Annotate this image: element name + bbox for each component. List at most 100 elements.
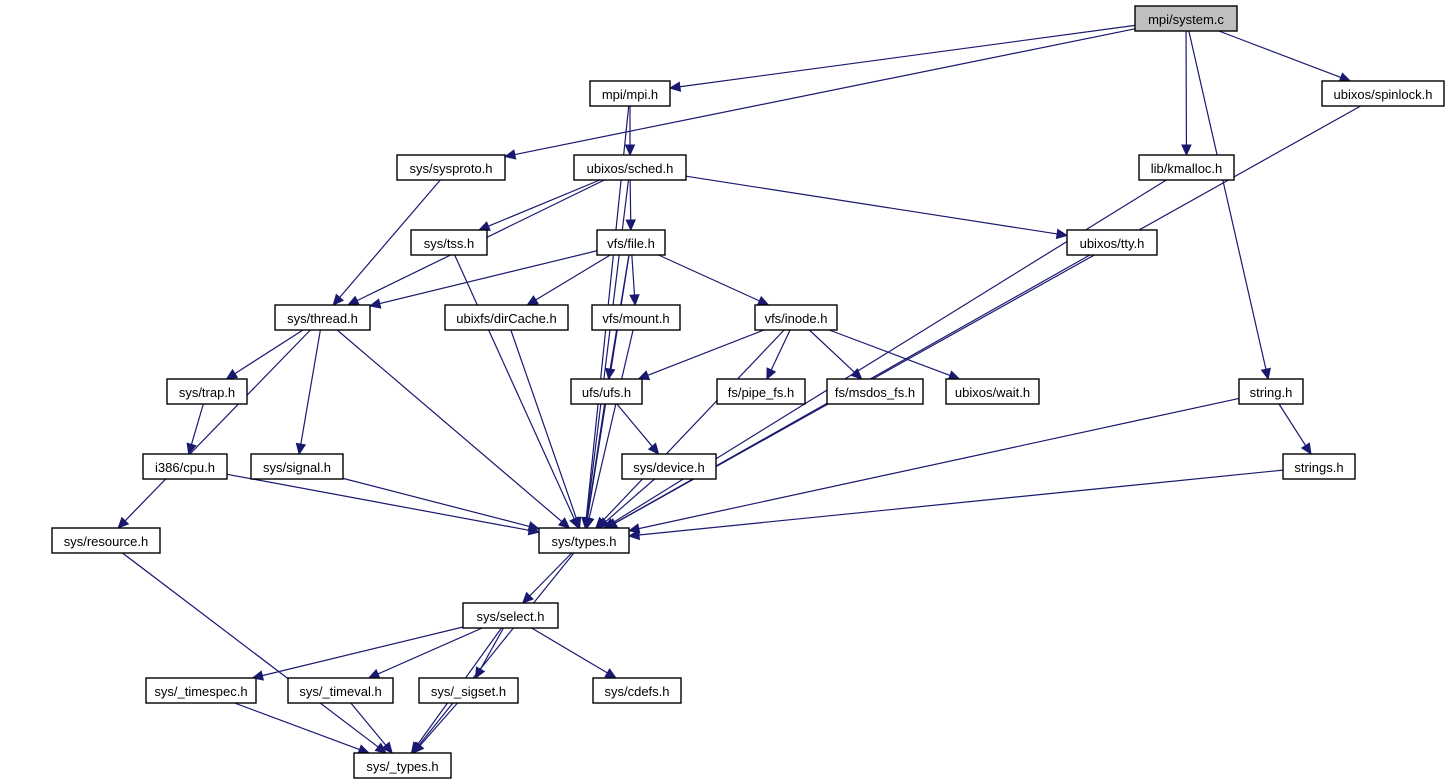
node-box[interactable] <box>621 453 717 480</box>
node-thread-h[interactable]: sys/thread.h <box>274 304 371 331</box>
node-signal-h[interactable]: sys/signal.h <box>250 453 344 480</box>
node-box[interactable] <box>1282 453 1356 480</box>
node-box[interactable] <box>1134 5 1238 32</box>
edge-thread_h-to-resource_h <box>124 329 311 522</box>
node-box[interactable] <box>418 677 519 704</box>
node-pipefs-h[interactable]: fs/pipe_fs.h <box>716 378 806 405</box>
node-box[interactable] <box>1066 229 1158 256</box>
node-box[interactable] <box>592 677 682 704</box>
node-inode-h[interactable]: vfs/inode.h <box>754 304 838 331</box>
node-box[interactable] <box>142 453 228 480</box>
arrowhead-icon <box>557 517 571 529</box>
node-kmalloc-h[interactable]: lib/kmalloc.h <box>1138 154 1235 181</box>
arrowhead-icon <box>1260 367 1271 381</box>
arrowhead-icon <box>347 295 360 306</box>
node-box[interactable] <box>287 677 394 704</box>
node-box[interactable] <box>462 602 559 629</box>
node-label: sys/_timespec.h <box>154 684 247 699</box>
arrowhead-icon <box>766 367 777 381</box>
node-strings-h[interactable]: strings.h <box>1282 453 1356 480</box>
edge-thread_h-to-types_h <box>336 329 563 522</box>
node-dircache-h[interactable]: ubixfs/dirCache.h <box>444 304 569 331</box>
node-label: sys/tss.h <box>424 236 475 251</box>
node-box[interactable] <box>716 378 806 405</box>
node-box[interactable] <box>166 378 248 405</box>
node-cdefs-h[interactable]: sys/cdefs.h <box>592 677 682 704</box>
arrowhead-icon <box>478 221 491 231</box>
node-box[interactable] <box>396 154 506 181</box>
node-box[interactable] <box>573 154 687 181</box>
node-file-h[interactable]: vfs/file.h <box>596 229 666 256</box>
node-device-h[interactable]: sys/device.h <box>621 453 717 480</box>
node-label: sys/trap.h <box>179 385 235 400</box>
node-label: vfs/inode.h <box>765 311 828 326</box>
node-label: sys/_types.h <box>366 759 438 774</box>
node-box[interactable] <box>538 527 630 554</box>
node-sysproto-h[interactable]: sys/sysproto.h <box>396 154 506 181</box>
node-box[interactable] <box>589 80 671 107</box>
edge-sched_h-to-file_h <box>629 179 632 221</box>
arrowhead-icon <box>474 666 486 680</box>
node-label: sys/select.h <box>477 609 545 624</box>
edge-inode_h-to-ufs_h <box>647 329 765 376</box>
node-cpu-h[interactable]: i386/cpu.h <box>142 453 228 480</box>
node-box[interactable] <box>754 304 838 331</box>
node-box[interactable] <box>1138 154 1235 181</box>
node-tss-h[interactable]: sys/tss.h <box>410 229 488 256</box>
node-box[interactable] <box>1238 378 1304 405</box>
node-label: sys/cdefs.h <box>604 684 669 699</box>
edge-mount_h-to-types_h <box>588 329 634 519</box>
node-system-c[interactable]: mpi/system.c <box>1134 5 1238 32</box>
node-box[interactable] <box>250 453 344 480</box>
edge-inode_h-to-wait_h <box>828 329 951 377</box>
node-box[interactable] <box>444 304 569 331</box>
edge-sigset_h-to-_types_h <box>419 702 458 746</box>
node-timeval-h[interactable]: sys/_timeval.h <box>287 677 394 704</box>
node-types-h[interactable]: sys/types.h <box>538 527 630 554</box>
node-spinlock-h[interactable]: ubixos/spinlock.h <box>1321 80 1445 107</box>
node-resource-h[interactable]: sys/resource.h <box>51 527 161 554</box>
node-string-h[interactable]: string.h <box>1238 378 1304 405</box>
arrowhead-icon <box>295 442 307 456</box>
node-trap-h[interactable]: sys/trap.h <box>166 378 248 405</box>
node-box[interactable] <box>591 304 681 331</box>
node-tty-h[interactable]: ubixos/tty.h <box>1066 229 1158 256</box>
node-box[interactable] <box>570 378 643 405</box>
edge-select_h-to-timeval_h <box>377 627 483 675</box>
arrowhead-icon <box>647 442 660 455</box>
node-box[interactable] <box>145 677 257 704</box>
edge-file_h-to-mount_h <box>631 254 636 296</box>
arrowhead-icon <box>624 144 636 157</box>
node-sched-h[interactable]: ubixos/sched.h <box>573 154 687 181</box>
arrowhead-icon <box>521 591 534 604</box>
node-ufs-h[interactable]: ufs/ufs.h <box>570 378 643 405</box>
node-select-h[interactable]: sys/select.h <box>462 602 559 629</box>
node-sigset-h[interactable]: sys/_sigset.h <box>418 677 519 704</box>
node-label: fs/msdos_fs.h <box>835 385 915 400</box>
node-label: vfs/mount.h <box>602 311 669 326</box>
arrowhead-icon <box>1181 144 1192 157</box>
node-box[interactable] <box>826 378 924 405</box>
node-wait-h[interactable]: ubixos/wait.h <box>945 378 1040 405</box>
node-mount-h[interactable]: vfs/mount.h <box>591 304 681 331</box>
node-box[interactable] <box>410 229 488 256</box>
node-mpi-h[interactable]: mpi/mpi.h <box>589 80 671 107</box>
node--types-h[interactable]: sys/_types.h <box>353 752 452 779</box>
edge-inode_h-to-msdosfs_h <box>808 329 855 373</box>
edge-strings_h-to-types_h <box>638 469 1284 536</box>
node-timespec-h[interactable]: sys/_timespec.h <box>145 677 257 704</box>
node-box[interactable] <box>51 527 161 554</box>
node-box[interactable] <box>353 752 452 779</box>
node-box[interactable] <box>1321 80 1445 107</box>
node-msdosfs-h[interactable]: fs/msdos_fs.h <box>826 378 924 405</box>
edge-file_h-to-inode_h <box>658 254 760 302</box>
node-box[interactable] <box>945 378 1040 405</box>
arrowhead-icon <box>225 368 239 380</box>
arrowhead-icon <box>627 529 640 541</box>
node-box[interactable] <box>596 229 666 256</box>
node-label: sys/thread.h <box>287 311 358 326</box>
arrowhead-icon <box>527 521 541 532</box>
node-box[interactable] <box>274 304 371 331</box>
edge-select_h-to-timespec_h <box>262 626 464 677</box>
